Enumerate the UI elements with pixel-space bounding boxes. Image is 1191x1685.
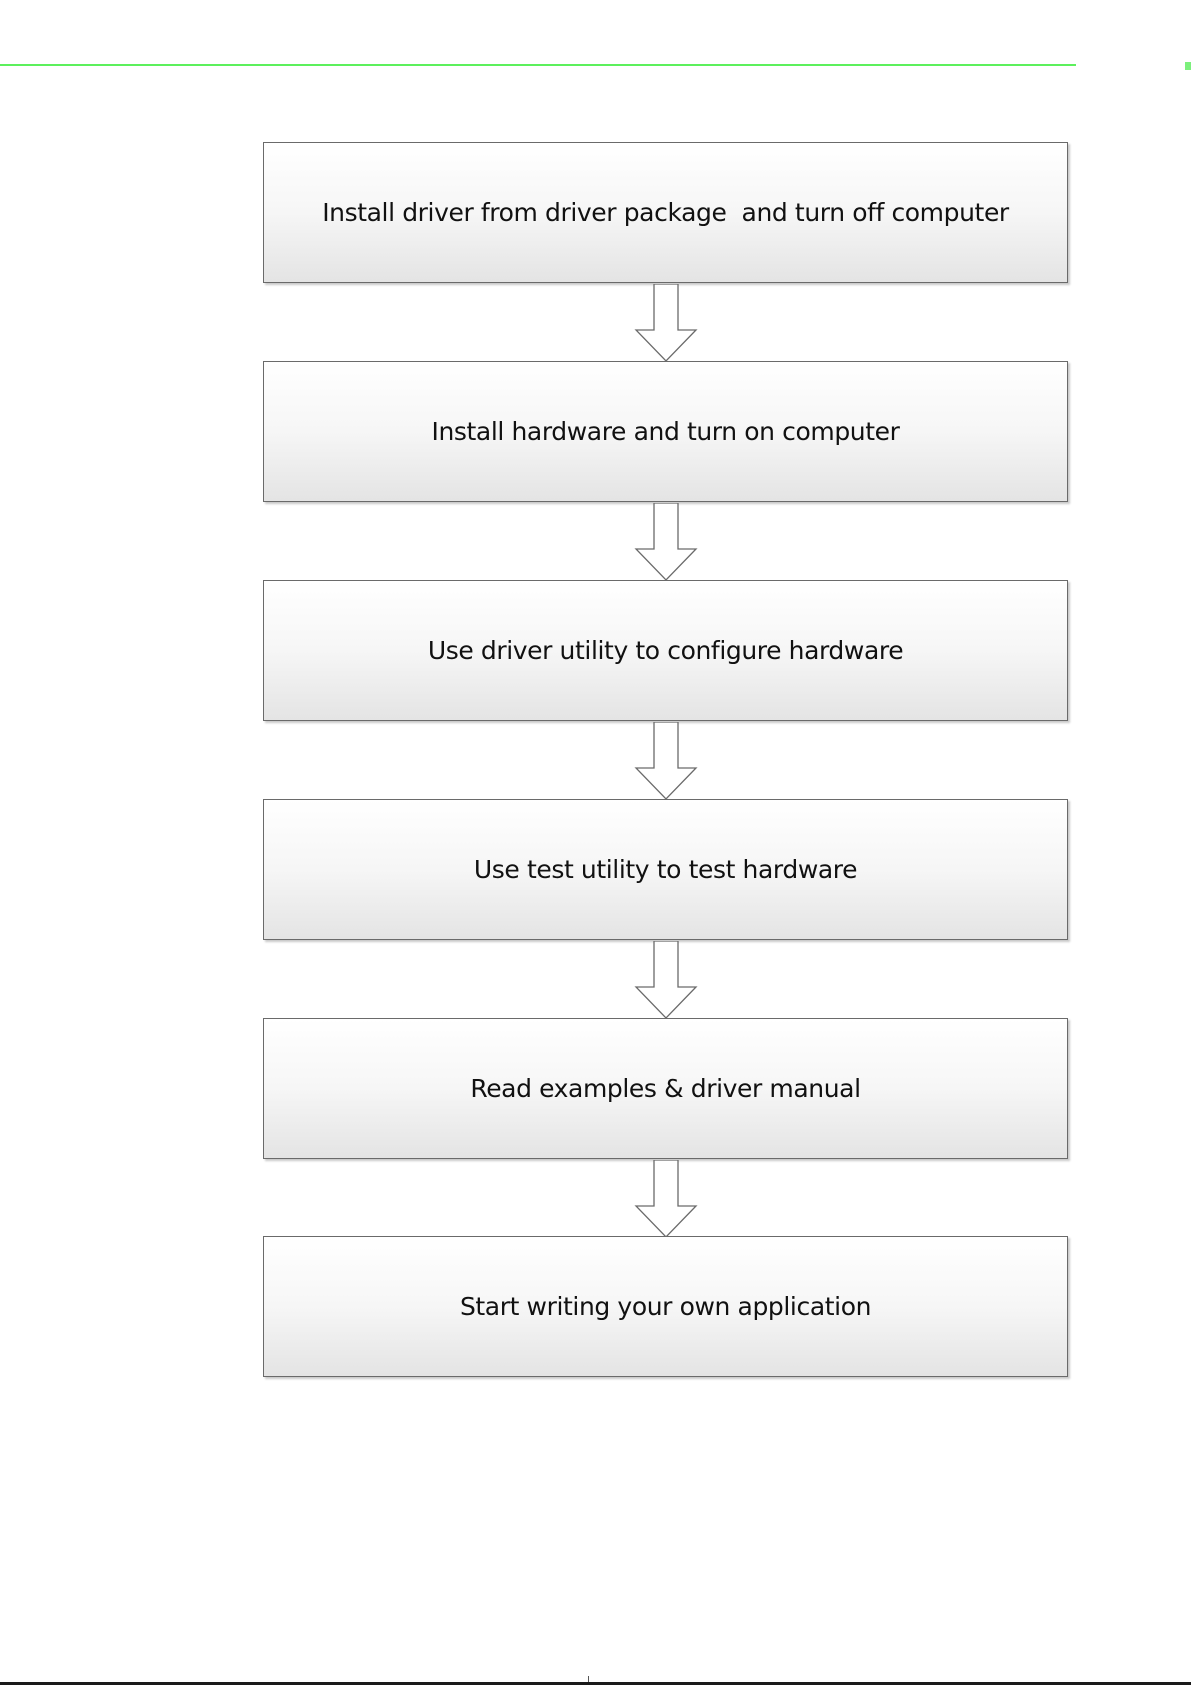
flow-step-5-label: Read examples & driver manual [470, 1074, 860, 1103]
flow-step-1-label: Install driver from driver package and t… [322, 198, 1009, 227]
flow-step-4: Use test utility to test hardware [263, 799, 1068, 940]
down-arrow-icon [634, 722, 698, 800]
header-rule [0, 64, 1076, 66]
down-arrow-icon [634, 941, 698, 1019]
flow-step-6-label: Start writing your own application [460, 1292, 871, 1321]
down-arrow-icon [634, 503, 698, 581]
flow-step-1: Install driver from driver package and t… [263, 142, 1068, 283]
flow-step-2-label: Install hardware and turn on computer [431, 417, 899, 446]
flow-step-5: Read examples & driver manual [263, 1018, 1068, 1159]
flow-step-3-label: Use driver utility to configure hardware [428, 636, 903, 665]
down-arrow-icon [634, 284, 698, 362]
page-edge-mark [1185, 62, 1191, 70]
flow-step-4-label: Use test utility to test hardware [474, 855, 857, 884]
flow-step-6: Start writing your own application [263, 1236, 1068, 1377]
flow-step-2: Install hardware and turn on computer [263, 361, 1068, 502]
down-arrow-icon [634, 1160, 698, 1238]
flow-step-3: Use driver utility to configure hardware [263, 580, 1068, 721]
